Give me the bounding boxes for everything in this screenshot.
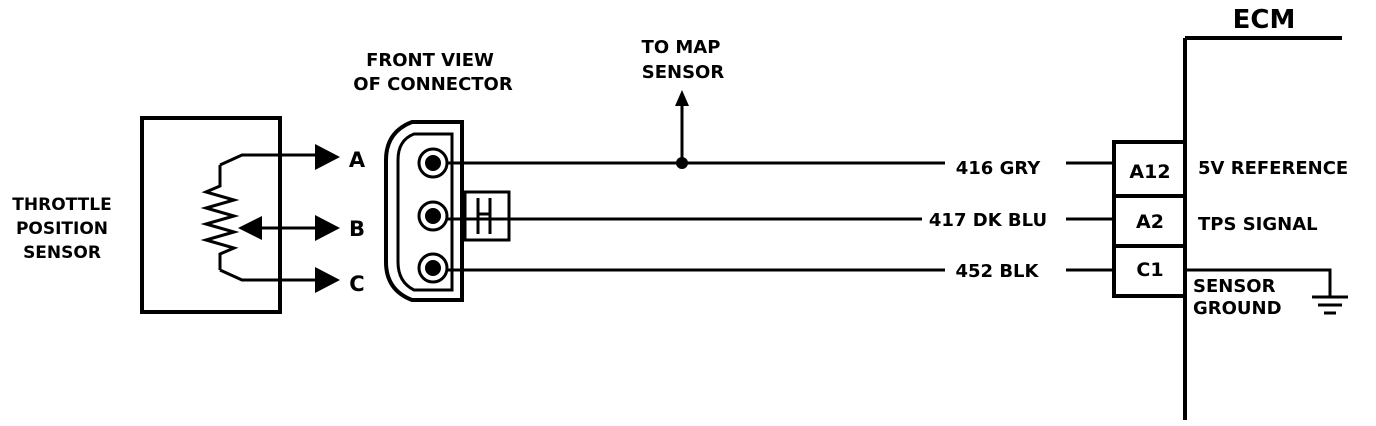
terminal-a12: A12 <box>1129 161 1170 183</box>
ground-lead <box>1185 268 1332 296</box>
latch-detail <box>476 198 492 234</box>
connector-latch <box>463 190 511 242</box>
sensor-lead-a <box>219 153 315 167</box>
arrow-c-icon <box>315 267 340 293</box>
ecm-title: ECM <box>1233 5 1296 35</box>
pin-c-label: C <box>349 272 364 296</box>
pin-b-label: B <box>349 217 365 241</box>
sensor-resistor <box>200 165 240 270</box>
pin-a-label: A <box>349 148 366 172</box>
sensor-body <box>140 116 282 314</box>
sensor-label-1: THROTTLE <box>12 195 111 215</box>
connector-title-2: OF CONNECTOR <box>353 74 513 95</box>
map-label-2: SENSOR <box>642 62 725 83</box>
connector-inner <box>396 132 454 292</box>
map-label-1: TO MAP <box>642 37 721 58</box>
sensor-lead-c <box>219 268 315 282</box>
sensor-label-3: SENSOR <box>23 243 101 263</box>
map-arrow-icon <box>675 90 689 106</box>
cavity-b-pin <box>425 208 441 224</box>
wire-label-416: 416 GRY <box>956 158 1041 179</box>
ground-label-1: SENSOR <box>1193 276 1276 297</box>
wire-label-417: 417 DK BLU <box>929 210 1047 231</box>
cavity-c-pin <box>425 260 441 276</box>
sensor-label-2: POSITION <box>16 219 108 239</box>
connector-body <box>384 120 464 302</box>
arrow-b-icon <box>315 215 340 241</box>
cavity-b <box>417 200 449 232</box>
wiper-arrow-icon <box>238 216 262 240</box>
cavity-c <box>417 252 449 284</box>
arrow-a-icon <box>315 144 340 170</box>
connector-title-1: FRONT VIEW <box>366 50 494 71</box>
cavity-a-pin <box>425 155 441 171</box>
function-5v-reference: 5V REFERENCE <box>1198 158 1348 179</box>
wire-label-452: 452 BLK <box>956 261 1040 282</box>
ground-label-2: GROUND <box>1193 298 1282 319</box>
terminal-c1: C1 <box>1136 259 1163 281</box>
terminal-a2: A2 <box>1136 211 1164 233</box>
function-tps-signal: TPS SIGNAL <box>1198 214 1318 235</box>
